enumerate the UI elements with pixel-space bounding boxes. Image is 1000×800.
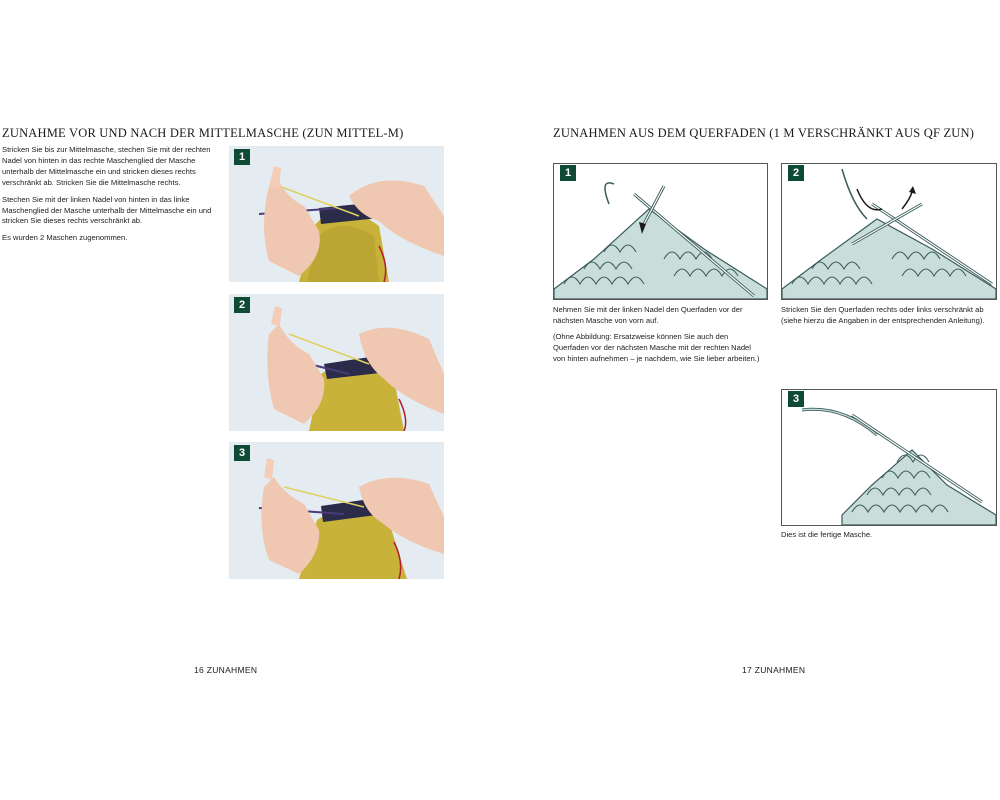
diagram-1-caption: Nehmen Sie mit der linken Nadel den Quer… [553, 305, 765, 370]
step-photo-3: 3 [229, 442, 444, 579]
stitch-illustration-3 [782, 407, 996, 525]
step-badge: 1 [234, 149, 250, 165]
right-page-footer: 17 ZUNAHMEN [742, 665, 806, 675]
left-page-heading: ZUNAHME VOR UND NACH DER MITTELMASCHE (Z… [2, 126, 404, 140]
right-page-heading: ZUNAHMEN AUS DEM QUERFADEN (1 M VERSCHRÄ… [553, 126, 975, 140]
step-badge: 1 [560, 165, 576, 181]
left-page-body: Stricken Sie bis zur Mittelmasche, stech… [2, 145, 216, 250]
diagram-3-caption: Dies ist die fertige Masche. [781, 530, 995, 546]
instruction-paragraph-2: Stechen Sie mit der linken Nadel von hin… [2, 194, 212, 226]
step-badge: 3 [788, 391, 804, 407]
diagram-2-caption: Stricken Sie den Querfaden rechts oder l… [781, 305, 995, 332]
caption-paragraph: Dies ist die fertige Masche. [781, 530, 873, 539]
step-badge: 2 [234, 297, 250, 313]
stitch-diagram-2: 2 [781, 163, 997, 300]
instruction-paragraph-3: Es wurden 2 Maschen zugenommen. [2, 233, 128, 243]
step-badge: 2 [788, 165, 804, 181]
knitting-hands-photo-1 [229, 146, 444, 282]
step-badge: 3 [234, 445, 250, 461]
caption-paragraph: Nehmen Sie mit der linken Nadel den Quer… [553, 305, 743, 325]
stitch-diagram-1: 1 [553, 163, 768, 300]
instruction-paragraph-1: Stricken Sie bis zur Mittelmasche, stech… [2, 145, 211, 187]
caption-paragraph: Stricken Sie den Querfaden rechts oder l… [781, 305, 985, 325]
knitting-hands-photo-2 [229, 294, 444, 431]
stitch-illustration-2 [782, 168, 996, 299]
stitch-diagram-3: 3 [781, 389, 997, 526]
step-photo-1: 1 [229, 146, 444, 282]
left-page-footer: 16 ZUNAHMEN [194, 665, 258, 675]
stitch-illustration-1 [554, 182, 767, 299]
step-photo-2: 2 [229, 294, 444, 431]
caption-paragraph: (Ohne Abbildung: Ersatzweise können Sie … [553, 331, 760, 363]
knitting-hands-photo-3 [229, 442, 444, 579]
